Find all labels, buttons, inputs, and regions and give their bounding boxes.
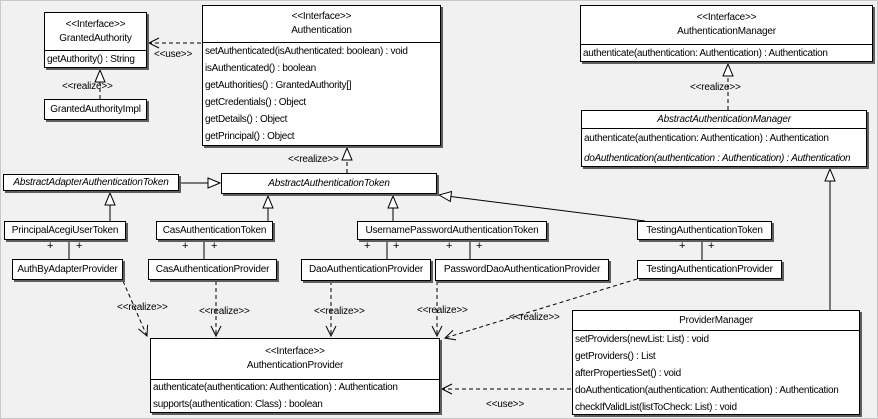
class-box-password-dao-authentication-provider[interactable]: PasswordDaoAuthenticationProvider [435, 259, 609, 281]
method: doAuthentication(authentication: Authent… [575, 385, 839, 396]
methods-compartment: authenticate(authentication: Authenticat… [151, 379, 439, 412]
edge-label-realize-authentication: <<realize>> [288, 154, 339, 165]
class-box-provider-manager[interactable]: ProviderManager setProviders(newList: Li… [572, 310, 860, 415]
class-box-principal-acegi-user-token[interactable]: PrincipalAcegiUserToken [4, 221, 126, 240]
assoc-end-plus: + [76, 240, 83, 252]
class-name: UsernamePasswordAuthenticationToken [365, 224, 539, 236]
edge-label-realize-auth-by-adapter: <<realize>> [117, 302, 168, 313]
method: setProviders(newList: List) : void [575, 334, 709, 345]
assoc-end-plus: + [679, 240, 686, 252]
class-box-cas-authentication-provider[interactable]: CasAuthenticationProvider [148, 259, 277, 280]
class-name: ProviderManager [679, 314, 753, 326]
class-box-cas-authentication-token[interactable]: CasAuthenticationToken [156, 221, 273, 240]
stereotype-label: <<Interface>> [696, 12, 757, 23]
stereotype-label: <<Interface>> [65, 18, 126, 30]
method: getProviders() : List [575, 351, 656, 362]
edge-label-use-granted-authority: <<use>> [154, 49, 193, 60]
method: getAuthorities() : GrantedAuthority[] [205, 80, 352, 91]
class-title: <<Interface>> GrantedAuthority [45, 13, 146, 50]
assoc-end-plus: + [476, 240, 483, 252]
assoc-end-plus: + [47, 240, 54, 252]
class-box-granted-authority-impl[interactable]: GrantedAuthorityImpl [44, 99, 147, 120]
edge-label-realize-testing: <<realize>> [509, 312, 560, 323]
assoc-end-plus: + [364, 240, 371, 252]
method-abstract: doAuthentication(authentication : Authen… [584, 152, 851, 164]
edge-label-realize-granted-authority: <<realize>> [62, 81, 113, 92]
class-title: <<Interface>> AuthenticationManager [581, 6, 872, 44]
stereotype-label: <<Interface>> [265, 346, 325, 357]
assoc-end-plus: + [211, 240, 218, 252]
edge-gen-testing-token[interactable] [437, 190, 646, 222]
class-name: DaoAuthenticationProvider [309, 264, 423, 275]
class-name: AbstractAuthenticationManager [657, 113, 791, 125]
class-name: CasAuthenticationToken [162, 224, 267, 236]
edge-label-realize-password-dao: <<realize>> [417, 305, 468, 316]
edge-label-realize-cas: <<realize>> [199, 306, 250, 317]
method: afterPropertiesSet() : void [575, 368, 681, 379]
class-box-authentication[interactable]: <<Interface>> Authentication setAuthenti… [202, 5, 441, 146]
class-name: PasswordDaoAuthenticationProvider [443, 264, 601, 275]
class-name: Authentication [291, 25, 352, 36]
assoc-end-plus: + [446, 240, 453, 252]
method: supports(authentication: Class) : boolea… [153, 398, 323, 410]
class-title: ProviderManager [573, 311, 859, 330]
method: authenticate(authentication: Authenticat… [583, 48, 828, 59]
edge-label-realize-authentication-manager: <<realize>> [690, 82, 741, 93]
class-box-abstract-authentication-token[interactable]: AbstractAuthenticationToken [221, 173, 437, 194]
method: authenticate(authentication: Authenticat… [584, 133, 829, 144]
class-box-auth-by-adapter-provider[interactable]: AuthByAdapterProvider [12, 259, 123, 280]
method: getDetails() : Object [205, 114, 288, 125]
methods-compartment: authenticate(authentication: Authenticat… [581, 44, 872, 61]
class-name: AuthenticationManager [677, 26, 776, 37]
method: getCredentials() : Object [205, 97, 306, 108]
method: getPrincipal() : Object [205, 131, 295, 142]
edge-realize-testing-provider[interactable] [443, 278, 638, 341]
methods-compartment: getAuthority() : String [45, 50, 146, 67]
class-name: AuthByAdapterProvider [17, 263, 118, 275]
class-box-abstract-adapter-authentication-token[interactable]: AbstractAdapterAuthenticationToken [3, 174, 179, 191]
class-name: TestingAuthenticationToken [646, 224, 763, 236]
class-box-granted-authority[interactable]: <<Interface>> GrantedAuthority getAuthor… [44, 12, 147, 68]
class-name: AbstractAdapterAuthenticationToken [13, 176, 169, 188]
class-box-testing-authentication-token[interactable]: TestingAuthenticationToken [637, 221, 772, 240]
class-name: TestingAuthenticationProvider [646, 263, 773, 275]
class-title: AbstractAuthenticationManager [582, 111, 866, 128]
edge-label-realize-dao: <<realize>> [314, 306, 365, 317]
method: authenticate(authentication: Authenticat… [153, 382, 398, 393]
methods-compartment: authenticate(authentication: Authenticat… [582, 128, 866, 166]
methods-compartment: setAuthenticated(isAuthenticated: boolea… [203, 42, 440, 145]
class-name: GrantedAuthorityImpl [50, 103, 141, 115]
class-name: AbstractAuthenticationToken [268, 177, 390, 189]
methods-compartment: setProviders(newList: List) : void getPr… [573, 330, 859, 414]
method: isAuthenticated() : boolean [205, 63, 316, 74]
class-title: <<Interface>> Authentication [203, 6, 440, 42]
assoc-end-plus: + [182, 240, 189, 252]
method: getAuthority() : String [47, 54, 135, 65]
method: setAuthenticated(isAuthenticated: boolea… [205, 46, 408, 57]
class-box-testing-authentication-provider[interactable]: TestingAuthenticationProvider [637, 260, 782, 279]
class-box-authentication-provider[interactable]: <<Interface>> AuthenticationProvider aut… [150, 338, 440, 413]
method: checkIfValidList(listToCheck: List) : vo… [575, 402, 737, 413]
assoc-end-plus: + [708, 240, 715, 252]
class-title: <<Interface>> AuthenticationProvider [151, 339, 439, 379]
class-name: PrincipalAcegiUserToken [11, 224, 119, 236]
edge-label-use-authentication-provider: <<use>> [486, 399, 525, 410]
class-name: GrantedAuthority [59, 32, 132, 44]
class-name: AuthenticationProvider [246, 360, 344, 371]
class-box-dao-authentication-provider[interactable]: DaoAuthenticationProvider [301, 259, 431, 281]
assoc-end-plus: + [393, 240, 400, 252]
stereotype-label: <<Interface>> [291, 11, 352, 22]
class-box-authentication-manager[interactable]: <<Interface>> AuthenticationManager auth… [580, 5, 873, 62]
class-box-username-password-authentication-token[interactable]: UsernamePasswordAuthenticationToken [357, 221, 547, 240]
class-box-abstract-authentication-manager[interactable]: AbstractAuthenticationManager authentica… [581, 110, 867, 167]
class-name: CasAuthenticationProvider [155, 263, 270, 275]
edge-realize-auth-by-adapter-provider[interactable] [122, 280, 149, 338]
